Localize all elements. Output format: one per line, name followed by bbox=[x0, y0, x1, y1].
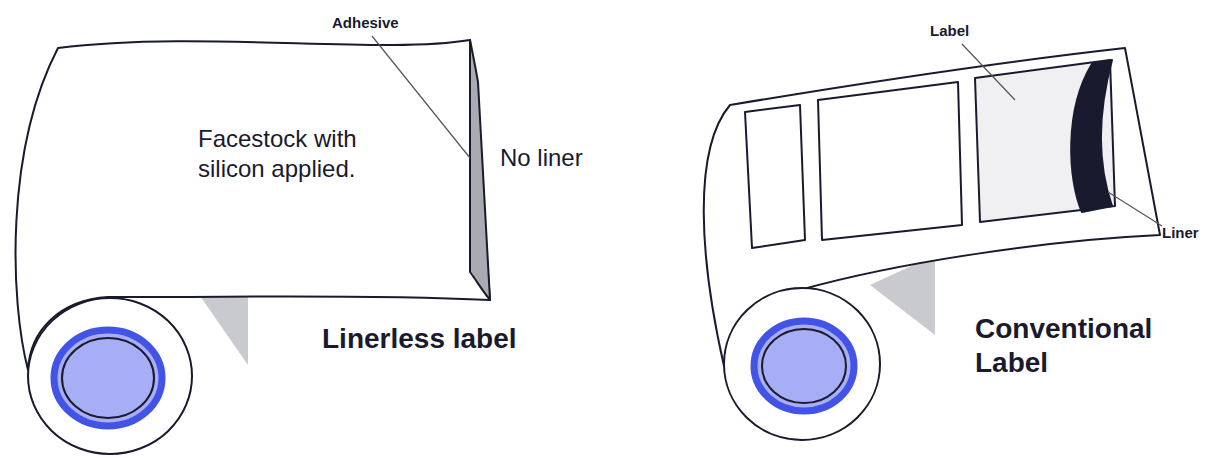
callout-label: Liner bbox=[1162, 224, 1204, 241]
facestock-note: Facestock with silicon applied. bbox=[198, 124, 408, 184]
linerless-roll bbox=[16, 40, 490, 454]
figure-title: Linerless label bbox=[322, 322, 582, 356]
note-text: No liner bbox=[500, 143, 620, 173]
leader-line bbox=[1108, 192, 1162, 226]
conventional-roll bbox=[704, 48, 1160, 440]
figure-title: Conventional Label bbox=[975, 312, 1201, 380]
leader-line bbox=[962, 44, 1015, 100]
leader-line bbox=[372, 36, 470, 158]
callout-label: Adhesive bbox=[332, 14, 422, 31]
callout-label: Label bbox=[930, 22, 1000, 39]
